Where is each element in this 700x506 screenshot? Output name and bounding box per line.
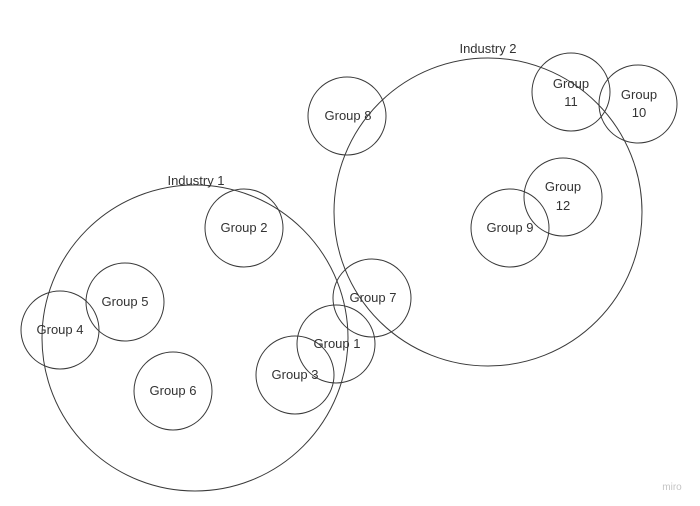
group-1-circle bbox=[296, 304, 376, 384]
group-5-circle bbox=[85, 262, 165, 342]
miro-watermark: miro bbox=[662, 482, 682, 493]
group-7-label: Group 7 bbox=[350, 290, 397, 305]
group-3-label: Group 3 bbox=[272, 367, 319, 382]
industry-2-label: Industry 2 bbox=[459, 41, 516, 56]
group-6-circle bbox=[133, 351, 213, 431]
group-5-label: Group 5 bbox=[102, 294, 149, 309]
industry-2-circle bbox=[333, 57, 643, 367]
group-2-circle bbox=[204, 188, 284, 268]
group-11-label-line1: Group bbox=[553, 76, 589, 91]
group-1-label: Group 1 bbox=[314, 336, 361, 351]
group-11-label-line2: 11 bbox=[564, 94, 578, 109]
group-9-circle bbox=[470, 188, 550, 268]
group-7-circle bbox=[332, 258, 412, 338]
group-10-label-line1: Group bbox=[621, 87, 657, 102]
group-12-label-line1: Group bbox=[545, 179, 581, 194]
group-8-circle bbox=[307, 76, 387, 156]
group-4-circle bbox=[20, 290, 100, 370]
group-2-label: Group 2 bbox=[221, 220, 268, 235]
industry-1-label: Industry 1 bbox=[167, 173, 224, 188]
industry-1-circle bbox=[41, 184, 349, 492]
group-3-circle bbox=[255, 335, 335, 415]
group-10-label-line2: 10 bbox=[632, 105, 646, 120]
group-4-label: Group 4 bbox=[37, 322, 84, 337]
group-9-label: Group 9 bbox=[487, 220, 534, 235]
group-12-label-line2: 12 bbox=[556, 198, 570, 213]
group-6-label: Group 6 bbox=[150, 383, 197, 398]
group-8-label: Group 8 bbox=[325, 108, 372, 123]
group-12-circle bbox=[523, 157, 603, 237]
group-11-circle bbox=[531, 52, 611, 132]
group-10-circle bbox=[598, 64, 678, 144]
